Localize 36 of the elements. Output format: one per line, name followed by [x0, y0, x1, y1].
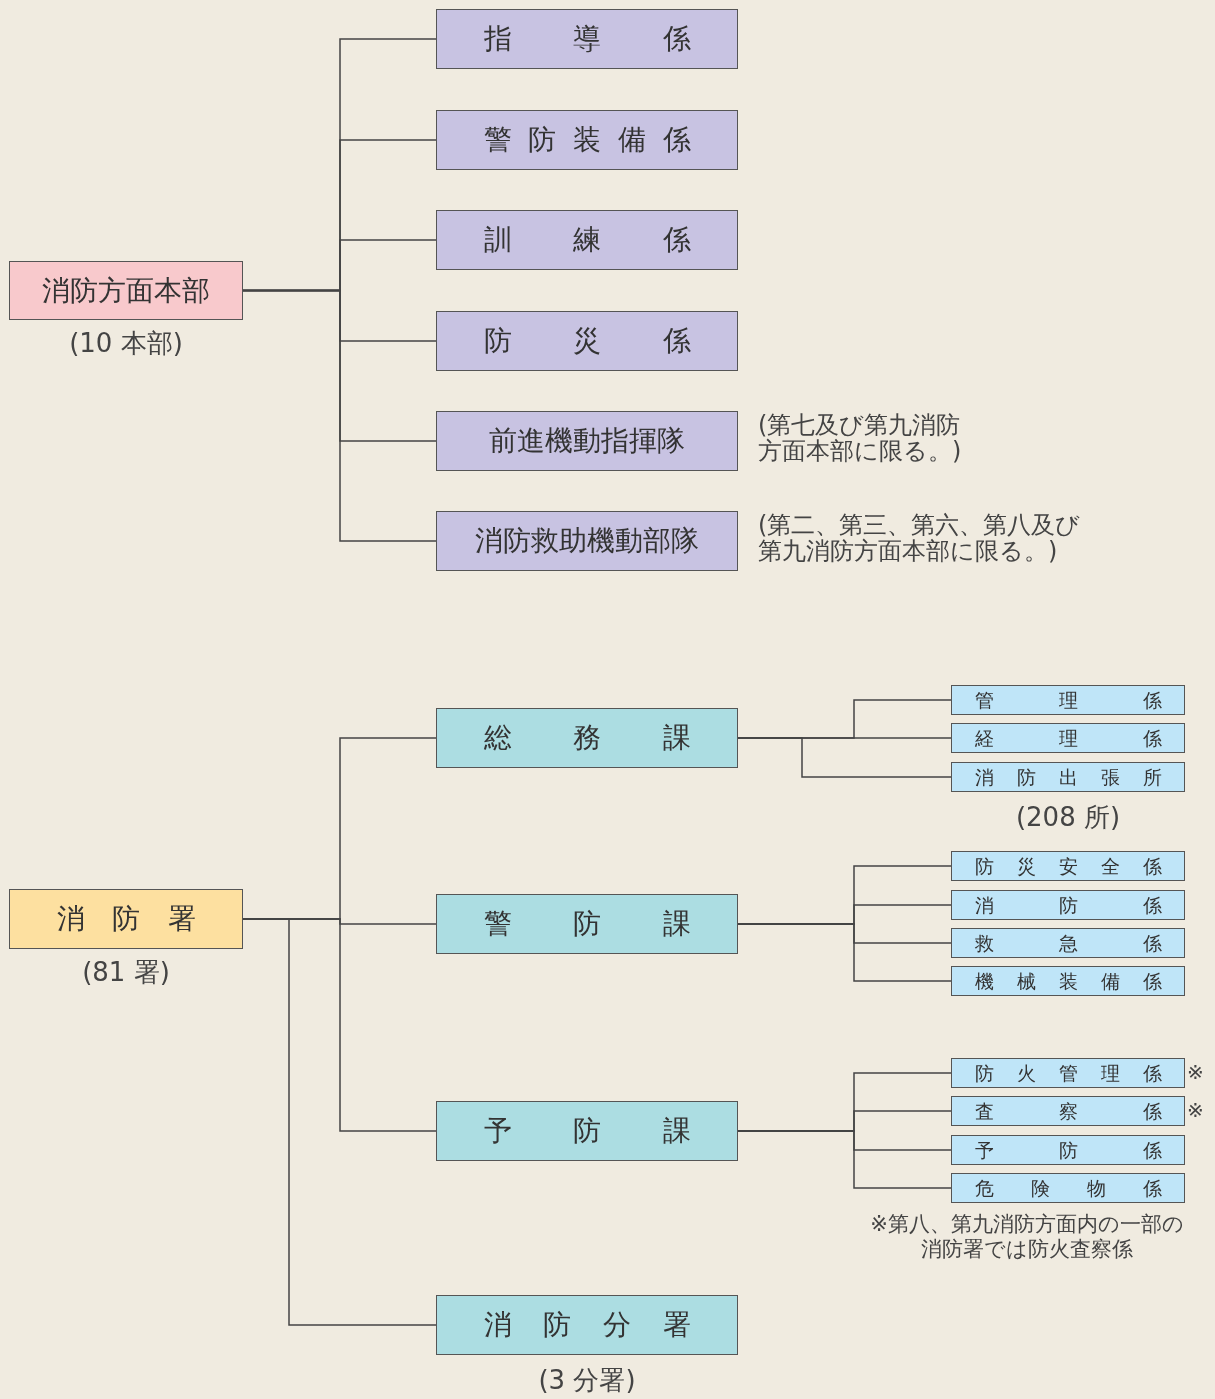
section-box: 防火管理係	[951, 1058, 1185, 1088]
note-text: (10 本部)	[68, 327, 184, 360]
org-box: 予防課	[436, 1101, 738, 1161]
section-box: 査察係	[951, 1096, 1185, 1126]
section-box: 管理係	[951, 685, 1185, 715]
org-box: 防災係	[436, 311, 738, 371]
section-box: 機械装備係	[951, 966, 1185, 996]
section-box: 経理係	[951, 723, 1185, 753]
connector-line	[737, 923, 952, 982]
section-box: 予防係	[951, 1135, 1185, 1165]
note-text: (第二、第三、第六、第八及び第九消防方面本部に限る。)	[758, 512, 1082, 565]
footnote-text: ※第八、第九消防方面内の一部の消防署では防火査察係	[869, 1212, 1185, 1263]
section-box: 救急係	[951, 928, 1185, 958]
note-mark: ※	[1187, 1060, 1204, 1084]
note-text: (81 署)	[81, 956, 171, 989]
section-box: 消防出張所	[951, 762, 1185, 792]
connector-line	[242, 289, 437, 542]
note-text: (第七及び第九消防方面本部に限る。)	[758, 412, 963, 465]
org-box: 前進機動指揮隊	[436, 411, 738, 471]
org-box: 警防装備係	[436, 110, 738, 170]
org-box: 消防方面本部	[9, 261, 243, 320]
connector-line	[737, 737, 952, 778]
org-box: 指導係	[436, 9, 738, 69]
section-box: 危険物係	[951, 1173, 1185, 1203]
org-box: 消防署	[9, 889, 243, 949]
org-box: 消防救助機動部隊	[436, 511, 738, 571]
note-text: (3 分署)	[537, 1364, 637, 1397]
org-box: 総務課	[436, 708, 738, 768]
note-mark: ※	[1187, 1098, 1204, 1122]
org-box: 消防分署	[436, 1295, 738, 1355]
org-box: 警防課	[436, 894, 738, 954]
connector-line	[737, 1130, 952, 1189]
section-box: 防災安全係	[951, 851, 1185, 881]
note-text: (208 所)	[1014, 801, 1122, 834]
org-box: 訓練係	[436, 210, 738, 270]
section-box: 消防係	[951, 890, 1185, 920]
